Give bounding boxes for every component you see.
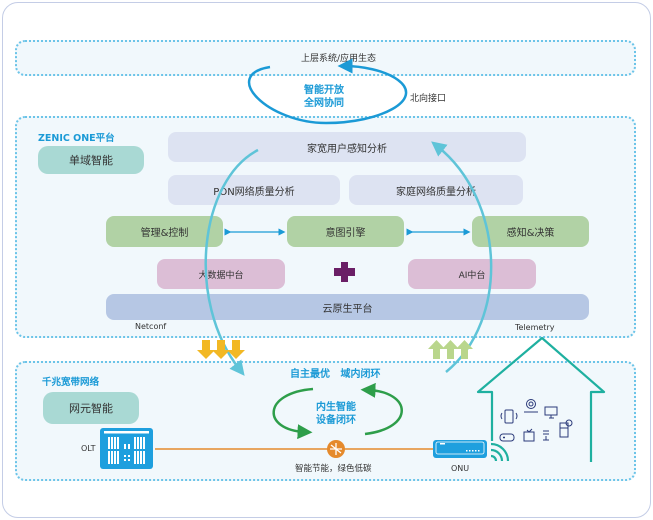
netconf-label: Netconf xyxy=(135,322,167,331)
northbound-loop-text: 智能开放 全网协同 xyxy=(304,84,344,110)
network-title: 千兆宽带网络 xyxy=(42,377,100,388)
autonomous-loop-caption: 自主最优 域内闭环 xyxy=(290,369,381,380)
perception-decision-box[interactable]: 感知&决策 xyxy=(472,216,589,247)
upper-layer-label: 上层系统/应用生态 xyxy=(301,54,377,64)
ai-platform-box[interactable]: AI中台 xyxy=(408,259,536,289)
platform-title: ZENIC ONE平台 xyxy=(38,133,115,144)
inner-loop-line1: 内生智能 xyxy=(316,402,356,413)
northbound-loop-line1: 智能开放 xyxy=(304,85,344,96)
pon-quality-analysis-box[interactable]: PON网络质量分析 xyxy=(168,175,340,205)
ne-intelligence-badge: 网元智能 xyxy=(43,392,139,424)
olt-label: OLT xyxy=(81,444,96,453)
user-perception-analysis-box[interactable]: 家宽用户感知分析 xyxy=(168,132,526,162)
domain-intelligence-badge: 单域智能 xyxy=(38,146,144,174)
inner-loop-text: 内生智能 设备闭环 xyxy=(316,401,356,427)
energy-saving-label: 智能节能，绿色低碳 xyxy=(295,464,372,474)
northbound-interface-label: 北向接口 xyxy=(410,94,447,104)
home-network-quality-analysis-box[interactable]: 家庭网络质量分析 xyxy=(349,175,523,205)
telemetry-label: Telemetry xyxy=(515,323,555,332)
intent-engine-box[interactable]: 意图引擎 xyxy=(287,216,404,247)
manage-control-box[interactable]: 管理&控制 xyxy=(106,216,223,247)
big-data-platform-box[interactable]: 大数据中台 xyxy=(157,259,285,289)
inner-loop-line2: 设备闭环 xyxy=(316,415,356,426)
northbound-loop-line2: 全网协同 xyxy=(304,98,344,109)
onu-label: ONU xyxy=(451,464,470,473)
cloud-native-platform-box[interactable]: 云原生平台 xyxy=(106,294,589,320)
